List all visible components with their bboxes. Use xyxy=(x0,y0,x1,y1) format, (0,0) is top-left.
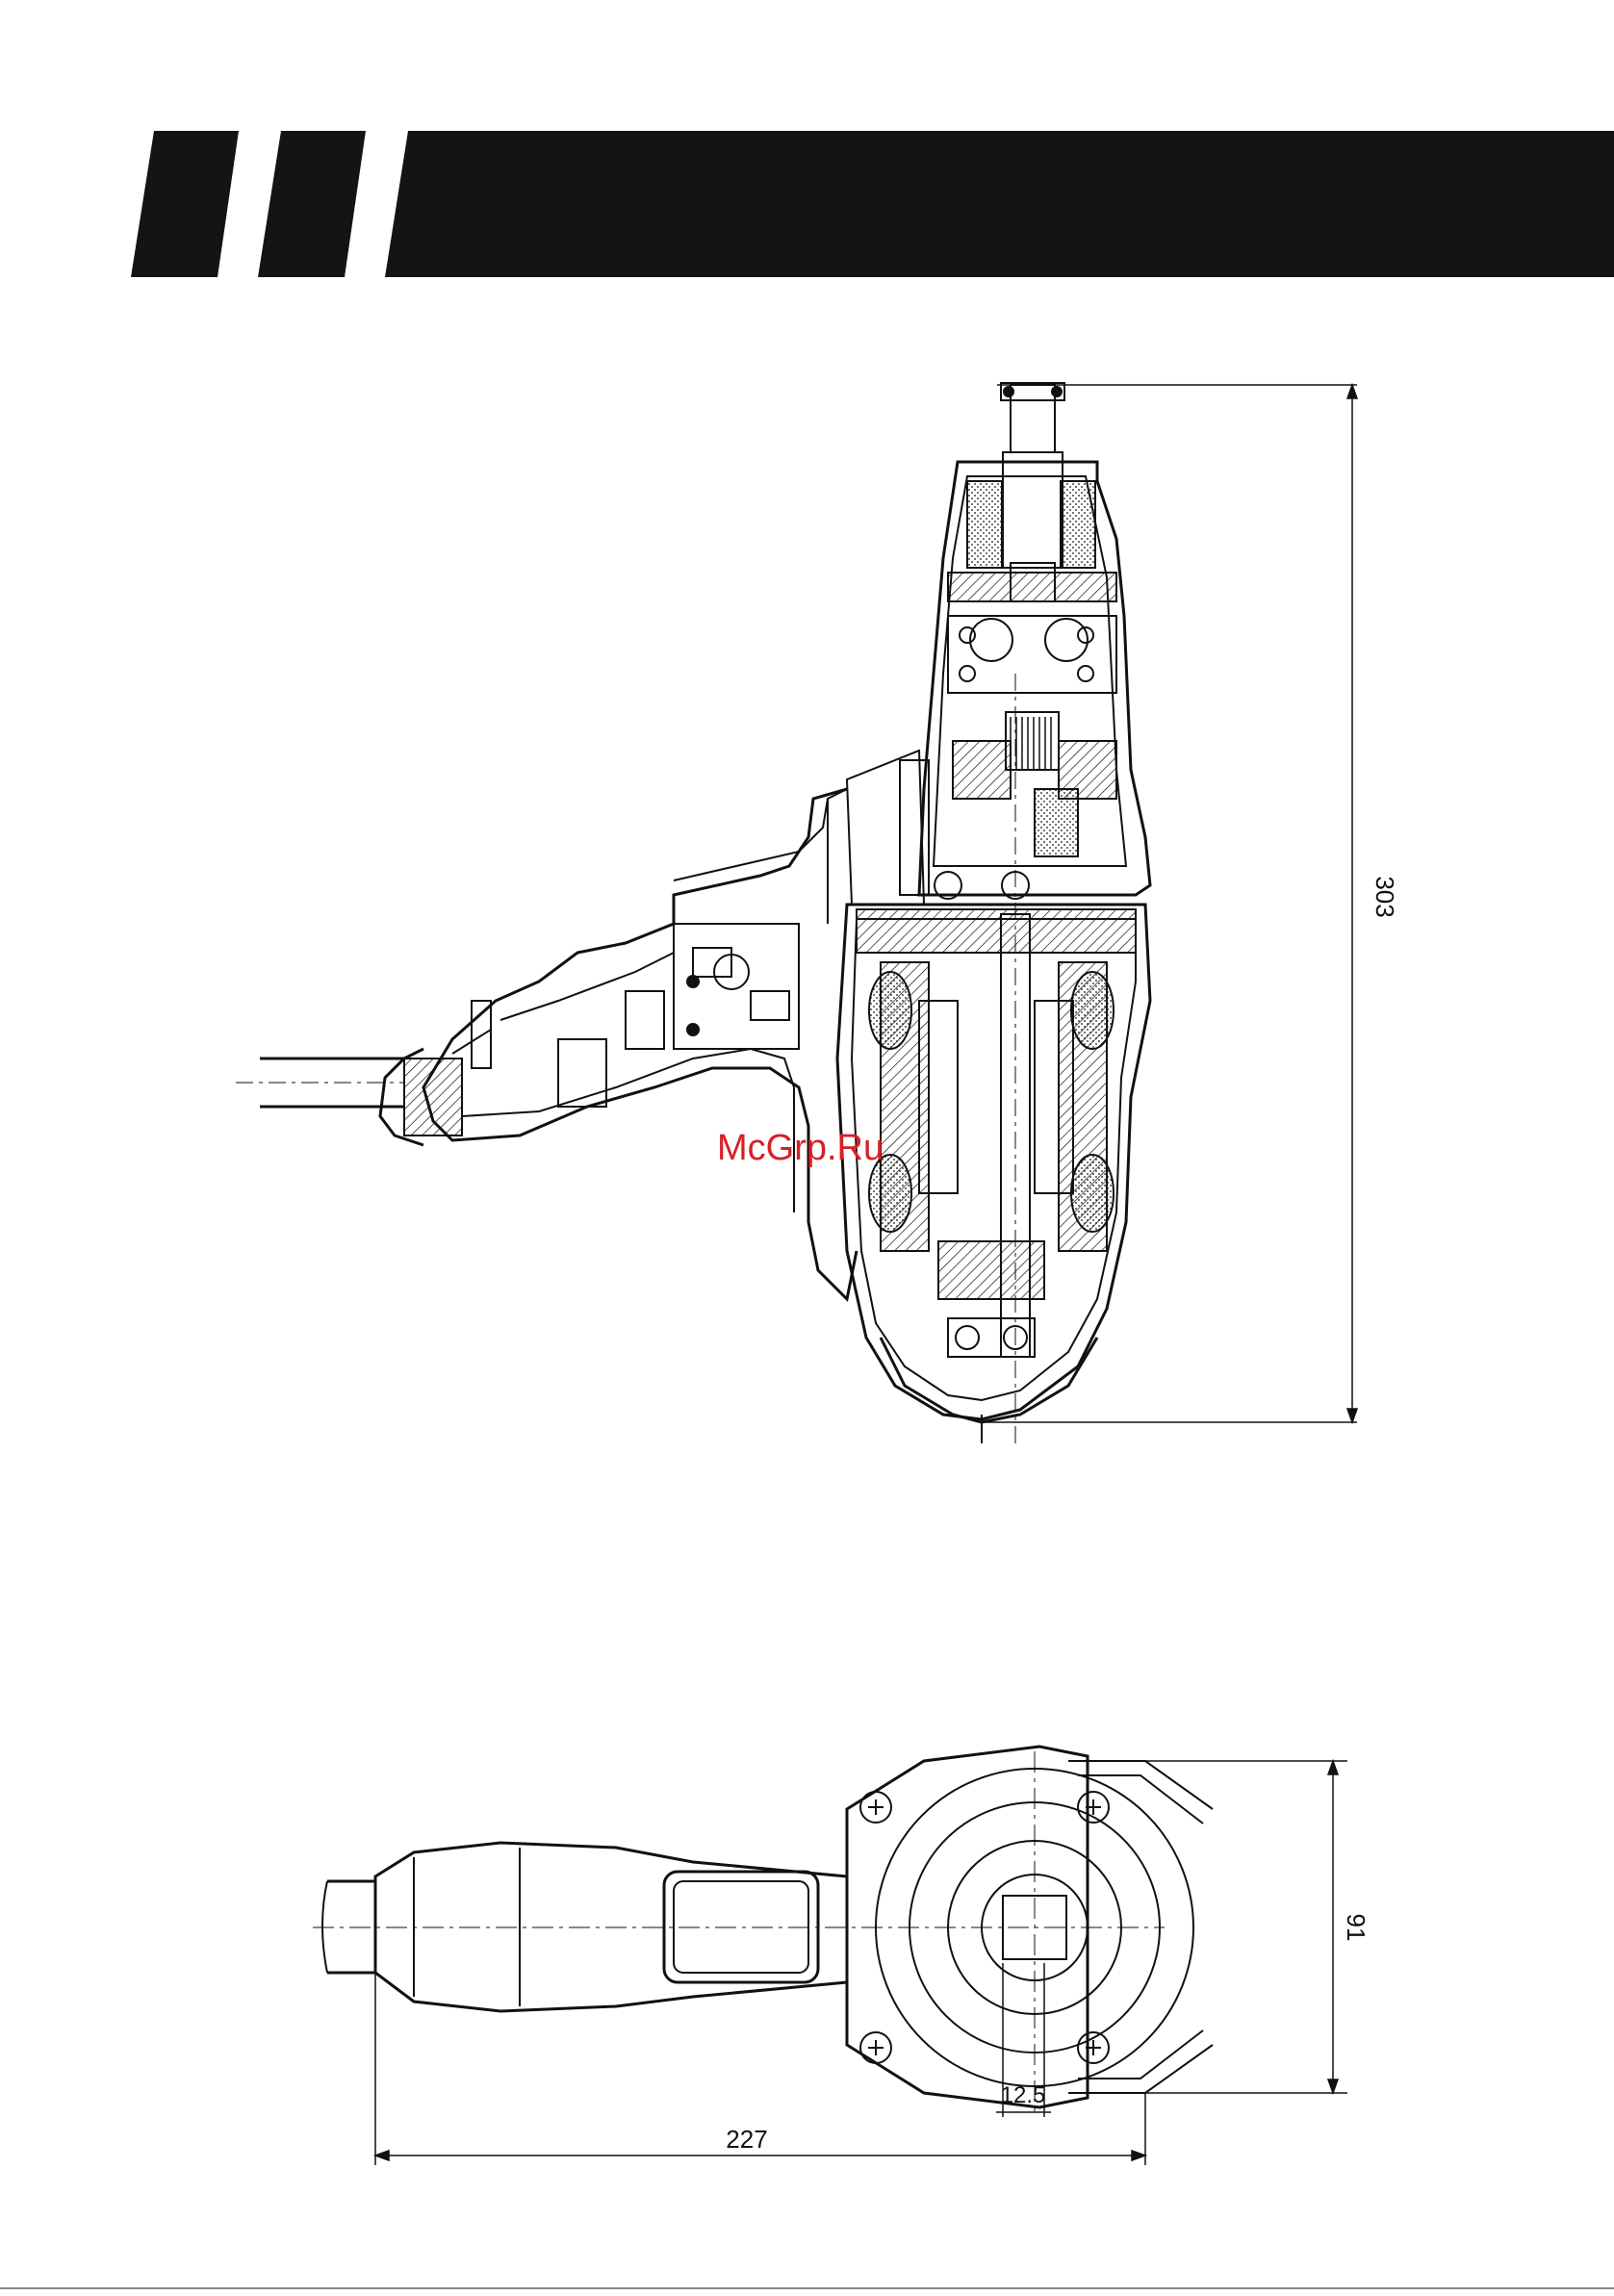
header-bar xyxy=(131,131,1614,277)
bushing-left xyxy=(967,481,1002,568)
rear-cap xyxy=(881,1338,1097,1422)
dimension-length-label: 227 xyxy=(726,2125,767,2154)
dimension-square-drive-label: 12.5 xyxy=(1001,2082,1046,2108)
handle-chamber xyxy=(558,1039,606,1107)
fan-plate xyxy=(857,909,1136,953)
hammer-plate xyxy=(948,573,1116,601)
strain-relief-body xyxy=(404,1059,462,1135)
anvil-shaft xyxy=(1003,452,1063,568)
square-drive-anvil xyxy=(1011,385,1055,452)
gear-case-rear xyxy=(847,751,924,905)
handle-inner xyxy=(452,953,794,1212)
top-view-drawing xyxy=(313,1747,1213,2117)
cable-clamp xyxy=(472,1001,491,1068)
watermark-text: McGrp.Ru xyxy=(717,1128,884,1168)
hammer-ball-left xyxy=(970,619,1012,661)
header-block-main xyxy=(385,131,1614,277)
dimension-height-label: 303 xyxy=(1371,876,1399,917)
handle-partition xyxy=(626,991,664,1049)
dimension-width-label: 91 xyxy=(1342,1914,1371,1942)
bushing-right xyxy=(1061,481,1095,568)
header-block-1 xyxy=(131,131,239,277)
winding-top-left xyxy=(869,972,911,1049)
rear-bearing xyxy=(948,1318,1035,1357)
winding-bottom-right xyxy=(1071,1155,1114,1232)
side-view-cross-section xyxy=(236,383,1357,1443)
hammer-ball-right xyxy=(1045,619,1088,661)
gear-left xyxy=(953,741,1011,799)
winding-top-right xyxy=(1071,972,1114,1049)
front-housing-inner xyxy=(934,476,1126,866)
spring-coils xyxy=(1011,717,1051,770)
handle-outline xyxy=(423,789,857,1299)
header-block-2 xyxy=(258,131,366,277)
gear-bushing xyxy=(1035,789,1078,856)
commutator xyxy=(938,1241,1044,1299)
dimension-height xyxy=(1347,385,1357,1422)
